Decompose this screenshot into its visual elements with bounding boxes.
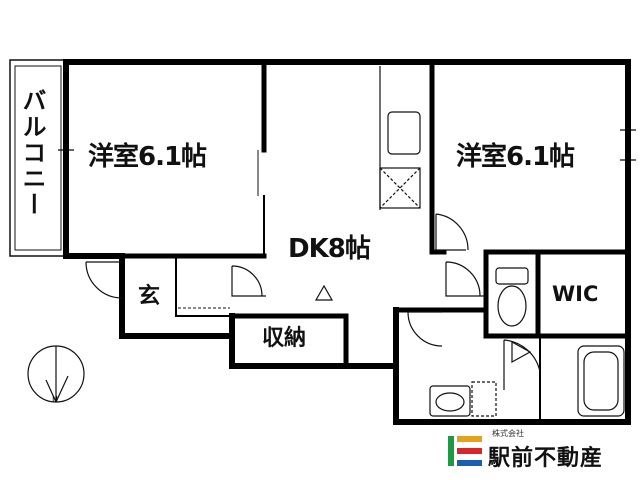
room-label-entrance: 玄 [138, 284, 161, 309]
washbasin-icon [429, 381, 497, 417]
closet-marks [178, 150, 259, 309]
room-label-dining-kitchen: DK8帖 [288, 234, 371, 264]
company-logo: 株式会社 駅前不動産 [448, 428, 638, 471]
logo-company-name: 駅前不動産 [488, 446, 604, 471]
logo-mark-icon [448, 436, 482, 466]
room-label-western-right: 洋室6.1帖 [456, 142, 575, 172]
step-markers [314, 284, 532, 364]
windows [58, 129, 636, 161]
doors [85, 213, 541, 390]
logo-company-type: 株式会社 [492, 429, 524, 438]
toilet-icon [495, 267, 529, 327]
room-label-western-left: 洋室6.1帖 [88, 142, 207, 172]
room-label-balcony: バルコニー [18, 88, 46, 218]
interior-walls [119, 59, 631, 423]
room-label-storage: 収納 [262, 326, 307, 351]
compass-north-label: N [52, 395, 58, 404]
compass-icon [27, 345, 85, 403]
room-label-wic: WIC [552, 282, 599, 306]
outer-walls [63, 59, 631, 425]
kitchen-counter [379, 66, 421, 210]
bathtub-icon [577, 345, 625, 417]
